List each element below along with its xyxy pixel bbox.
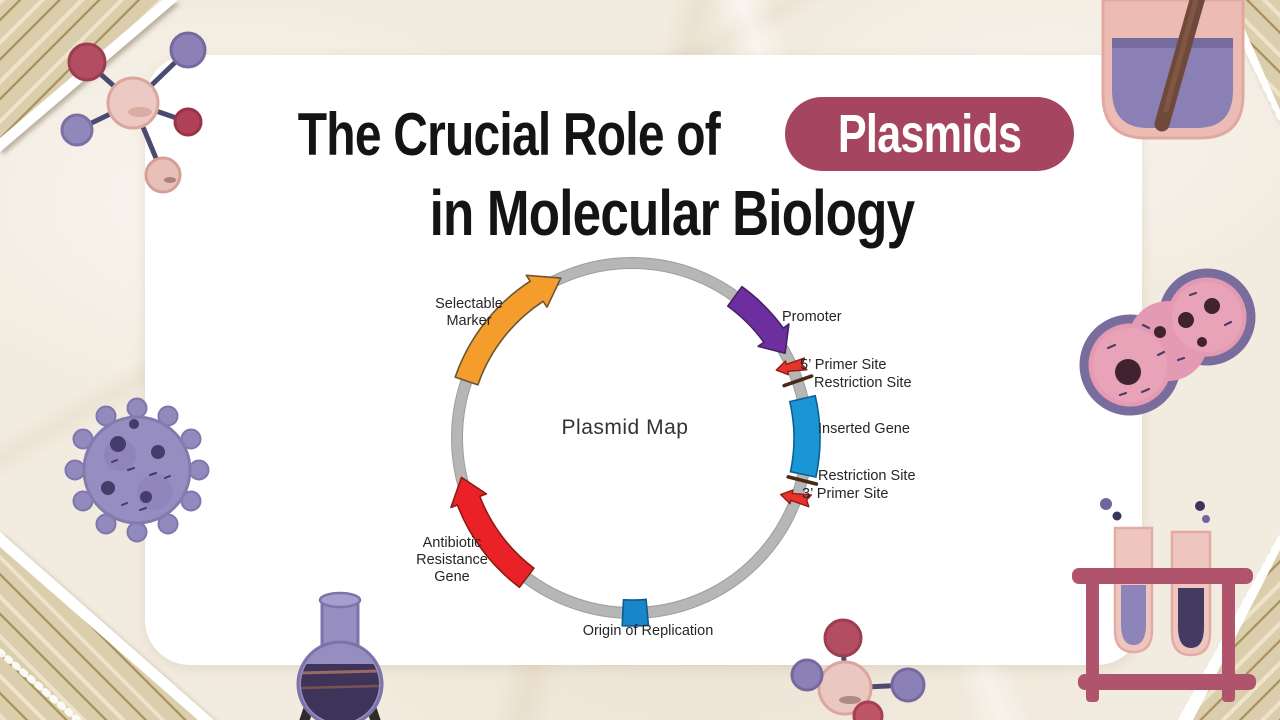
plasmids-pill-label: Plasmids bbox=[837, 104, 1022, 164]
plasmids-pill: Plasmids bbox=[784, 97, 1074, 171]
title-line-2: in Molecular Biology bbox=[173, 176, 1170, 250]
title-prefix: The Crucial Role of bbox=[297, 100, 721, 168]
title-line2-text: in Molecular Biology bbox=[429, 177, 914, 249]
title-line-1: The Crucial Role of Plasmids bbox=[161, 94, 1158, 174]
